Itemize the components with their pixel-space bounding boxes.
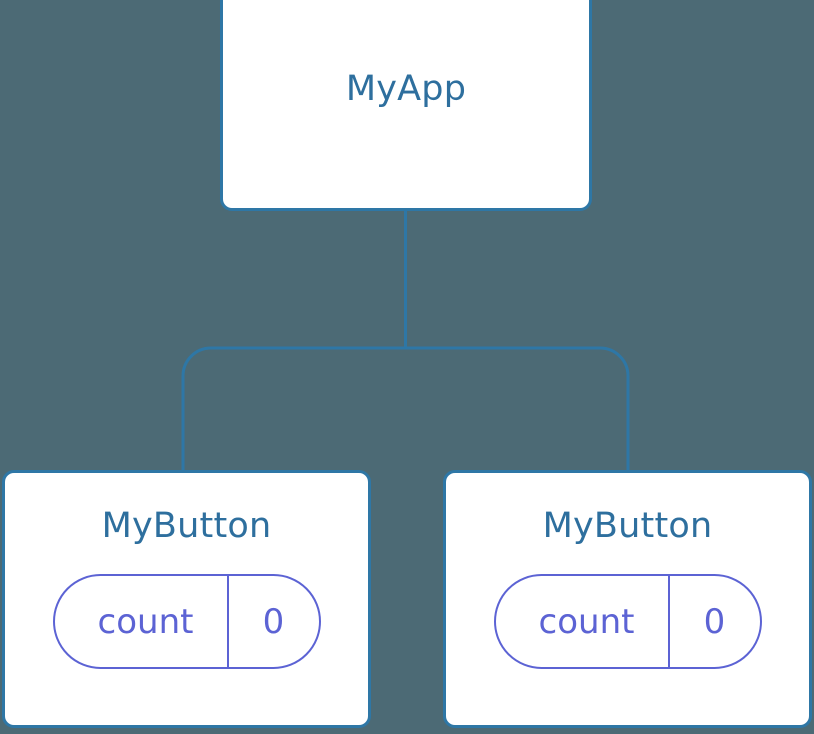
node-mybutton-1[interactable]: MyButton count 0: [2, 470, 371, 728]
edge-branch-left: [181, 346, 406, 474]
node-mybutton-2[interactable]: MyButton count 0: [443, 470, 812, 728]
state-value: 0: [667, 576, 760, 667]
node-title: MyButton: [542, 506, 713, 546]
state-key: count: [538, 601, 635, 642]
state-pill[interactable]: count 0: [52, 574, 321, 669]
edge-branch-right: [405, 346, 630, 474]
node-myapp[interactable]: MyApp: [220, 0, 592, 211]
state-pill[interactable]: count 0: [493, 574, 762, 669]
state-value: 0: [226, 576, 319, 667]
state-key: count: [97, 601, 194, 642]
node-title: MyApp: [345, 69, 467, 109]
node-title: MyButton: [101, 506, 272, 546]
